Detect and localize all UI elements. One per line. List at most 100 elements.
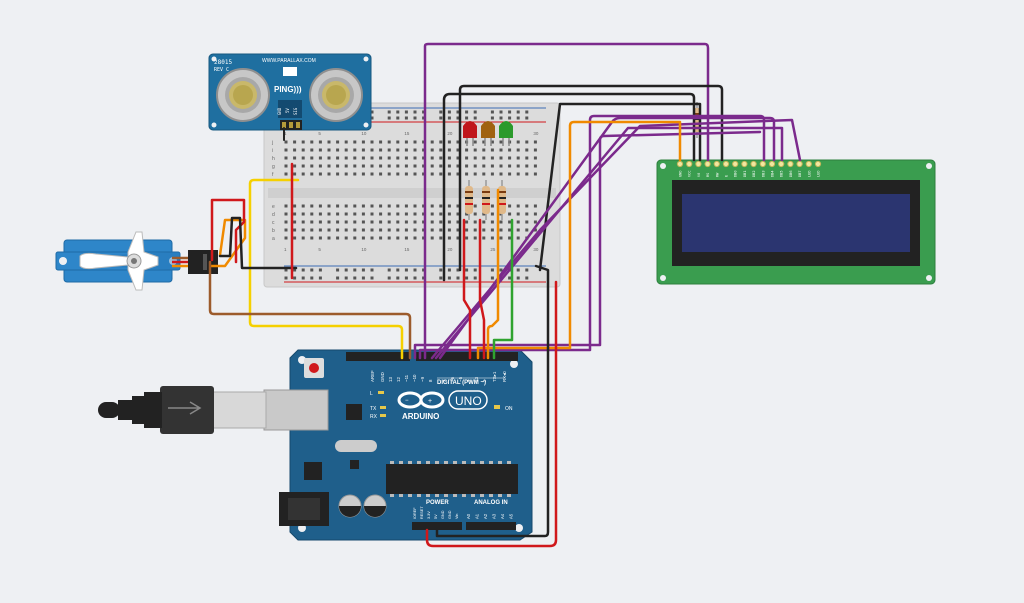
wire-red-power[interactable] <box>425 280 558 548</box>
wire-yellow-sig[interactable] <box>248 178 404 360</box>
wire-black-2[interactable] <box>458 84 724 272</box>
analog-pin-label-4: A4 <box>500 513 505 519</box>
wire-orange-1[interactable] <box>476 120 682 360</box>
digital-pin-label-13: 2 <box>482 379 487 382</box>
led-red[interactable] <box>463 121 477 146</box>
usb-b-plug <box>211 391 267 429</box>
digital-pin-label-10: ~5 <box>458 376 463 382</box>
analog-pin-label-3: A3 <box>492 513 497 519</box>
wire-orange-2[interactable] <box>486 188 500 360</box>
power-label: POWER <box>426 500 449 506</box>
wire-brown-servo[interactable] <box>208 260 412 360</box>
breadboard-col-1-bottom: 1 <box>284 247 287 252</box>
led-green[interactable] <box>499 121 513 146</box>
led-orange[interactable] <box>481 121 495 146</box>
resistor-1[interactable] <box>465 180 473 220</box>
wire-red-2[interactable] <box>462 218 472 360</box>
breadboard-col-20-bottom: 20 <box>447 247 453 252</box>
digital-pin-label-2: 13 <box>388 377 393 382</box>
arduino-brand: ARDUINO <box>402 412 439 421</box>
breadboard-row-j: j <box>271 140 273 146</box>
analog-pin-label-0: A0 <box>466 513 471 519</box>
lcd-pin-label-7: DB1 <box>743 171 747 178</box>
lcd-pin-label-3: RS <box>706 173 710 177</box>
digital-header-right <box>416 352 518 361</box>
digital-pin-label-9: ~6 <box>450 376 455 382</box>
wire-purple-5[interactable] <box>418 114 766 360</box>
breadboard-row-f: f <box>272 172 274 178</box>
lcd-pin-label-14: LED <box>807 171 811 178</box>
analog-pin-label-1: A1 <box>475 513 480 519</box>
sensor-pin-gnd: GND <box>277 107 282 115</box>
servo-motor[interactable] <box>55 231 218 291</box>
power-pin-label-5: GND <box>448 510 452 519</box>
digital-pin-label-14: TX▸1 <box>492 371 497 382</box>
breadboard-col-10-bottom: 10 <box>361 247 367 252</box>
breadboard-row-g: g <box>272 164 275 170</box>
breadboard-col-15-bottom: 15 <box>404 247 410 252</box>
analog-pin-label-2: A2 <box>483 513 488 519</box>
breadboard-col-5-bottom: 5 <box>318 247 321 252</box>
power-pin-label-1: RESET <box>420 506 424 519</box>
breadboard-row-a: a <box>272 236 275 242</box>
ultrasonic-sensor[interactable]: 28015 REV C WWW.PARALLAX.COM PING))) GND… <box>208 53 372 131</box>
wire-black-servo[interactable] <box>218 216 298 270</box>
breadboard-row-i: i <box>272 148 273 154</box>
digital-pin-label-6: ~9 <box>420 376 425 382</box>
crystal <box>335 440 377 452</box>
breadboard-col-10-top: 10 <box>361 131 367 136</box>
wire-red-1[interactable] <box>478 218 486 360</box>
sensor-pin-5v: 5V <box>285 108 290 113</box>
breadboard-col-1-top: 1 <box>284 131 287 136</box>
atmega-chip <box>386 464 518 494</box>
svg-text:−: − <box>405 398 409 404</box>
lcd-pin-label-13: DB7 <box>798 171 802 178</box>
lcd-pin-label-1: VCC <box>688 171 692 178</box>
servo-horn[interactable] <box>79 231 159 291</box>
led-label-tx: TX <box>370 406 377 412</box>
lcd-pin-label-8: DB2 <box>752 171 756 178</box>
transducer-right <box>309 68 363 122</box>
power-pin-label-4: GND <box>441 510 445 519</box>
wire-black-1[interactable] <box>442 92 696 282</box>
sensor-pin-sig: SIG <box>293 107 298 115</box>
digital-pin-label-5: ~10 <box>412 374 417 382</box>
power-pin-label-6: Vin <box>455 514 459 519</box>
usb-cable[interactable] <box>98 386 329 434</box>
wire-purple-3[interactable] <box>434 126 784 360</box>
breadboard-column-numbers: 115510101515202025253030 <box>284 131 539 252</box>
wire-red-servo[interactable] <box>210 198 246 264</box>
breadboard-col-30-top: 30 <box>533 131 539 136</box>
breadboard-row-b: b <box>272 228 275 234</box>
digital-label: DIGITAL (PWM ~) <box>437 380 486 386</box>
digital-pin-label-8: 7 <box>442 379 447 382</box>
analog-label: ANALOG IN <box>474 500 508 506</box>
lcd-pin-label-4: RW <box>715 172 719 177</box>
analog-header <box>466 522 516 530</box>
wire-green-1[interactable] <box>492 218 514 360</box>
resistor-3[interactable] <box>498 180 506 220</box>
lcd-pin-label-11: DB5 <box>780 171 784 178</box>
lcd-pin-label-0: GND <box>679 171 683 178</box>
wire-black-3[interactable] <box>538 102 702 272</box>
digital-pin-label-0: AREF <box>370 370 375 382</box>
wire-orange-servo[interactable] <box>209 218 247 268</box>
wire-black-gnd[interactable] <box>435 264 550 538</box>
led-label-l: L <box>370 391 373 397</box>
wire-purple-4[interactable] <box>430 118 802 360</box>
resistor-2[interactable] <box>482 180 490 220</box>
lcd-pin-header <box>676 160 822 168</box>
digital-pin-label-4: ~11 <box>404 374 409 382</box>
digital-pin-label-1: GND <box>380 372 385 382</box>
lcd-pin-label-10: DB4 <box>771 171 775 178</box>
digital-pin-label-11: 4 <box>466 379 471 382</box>
sensor-name: PING))) <box>274 85 302 94</box>
wire-purple-6[interactable] <box>413 130 762 360</box>
wire-purple-1[interactable] <box>423 42 710 360</box>
